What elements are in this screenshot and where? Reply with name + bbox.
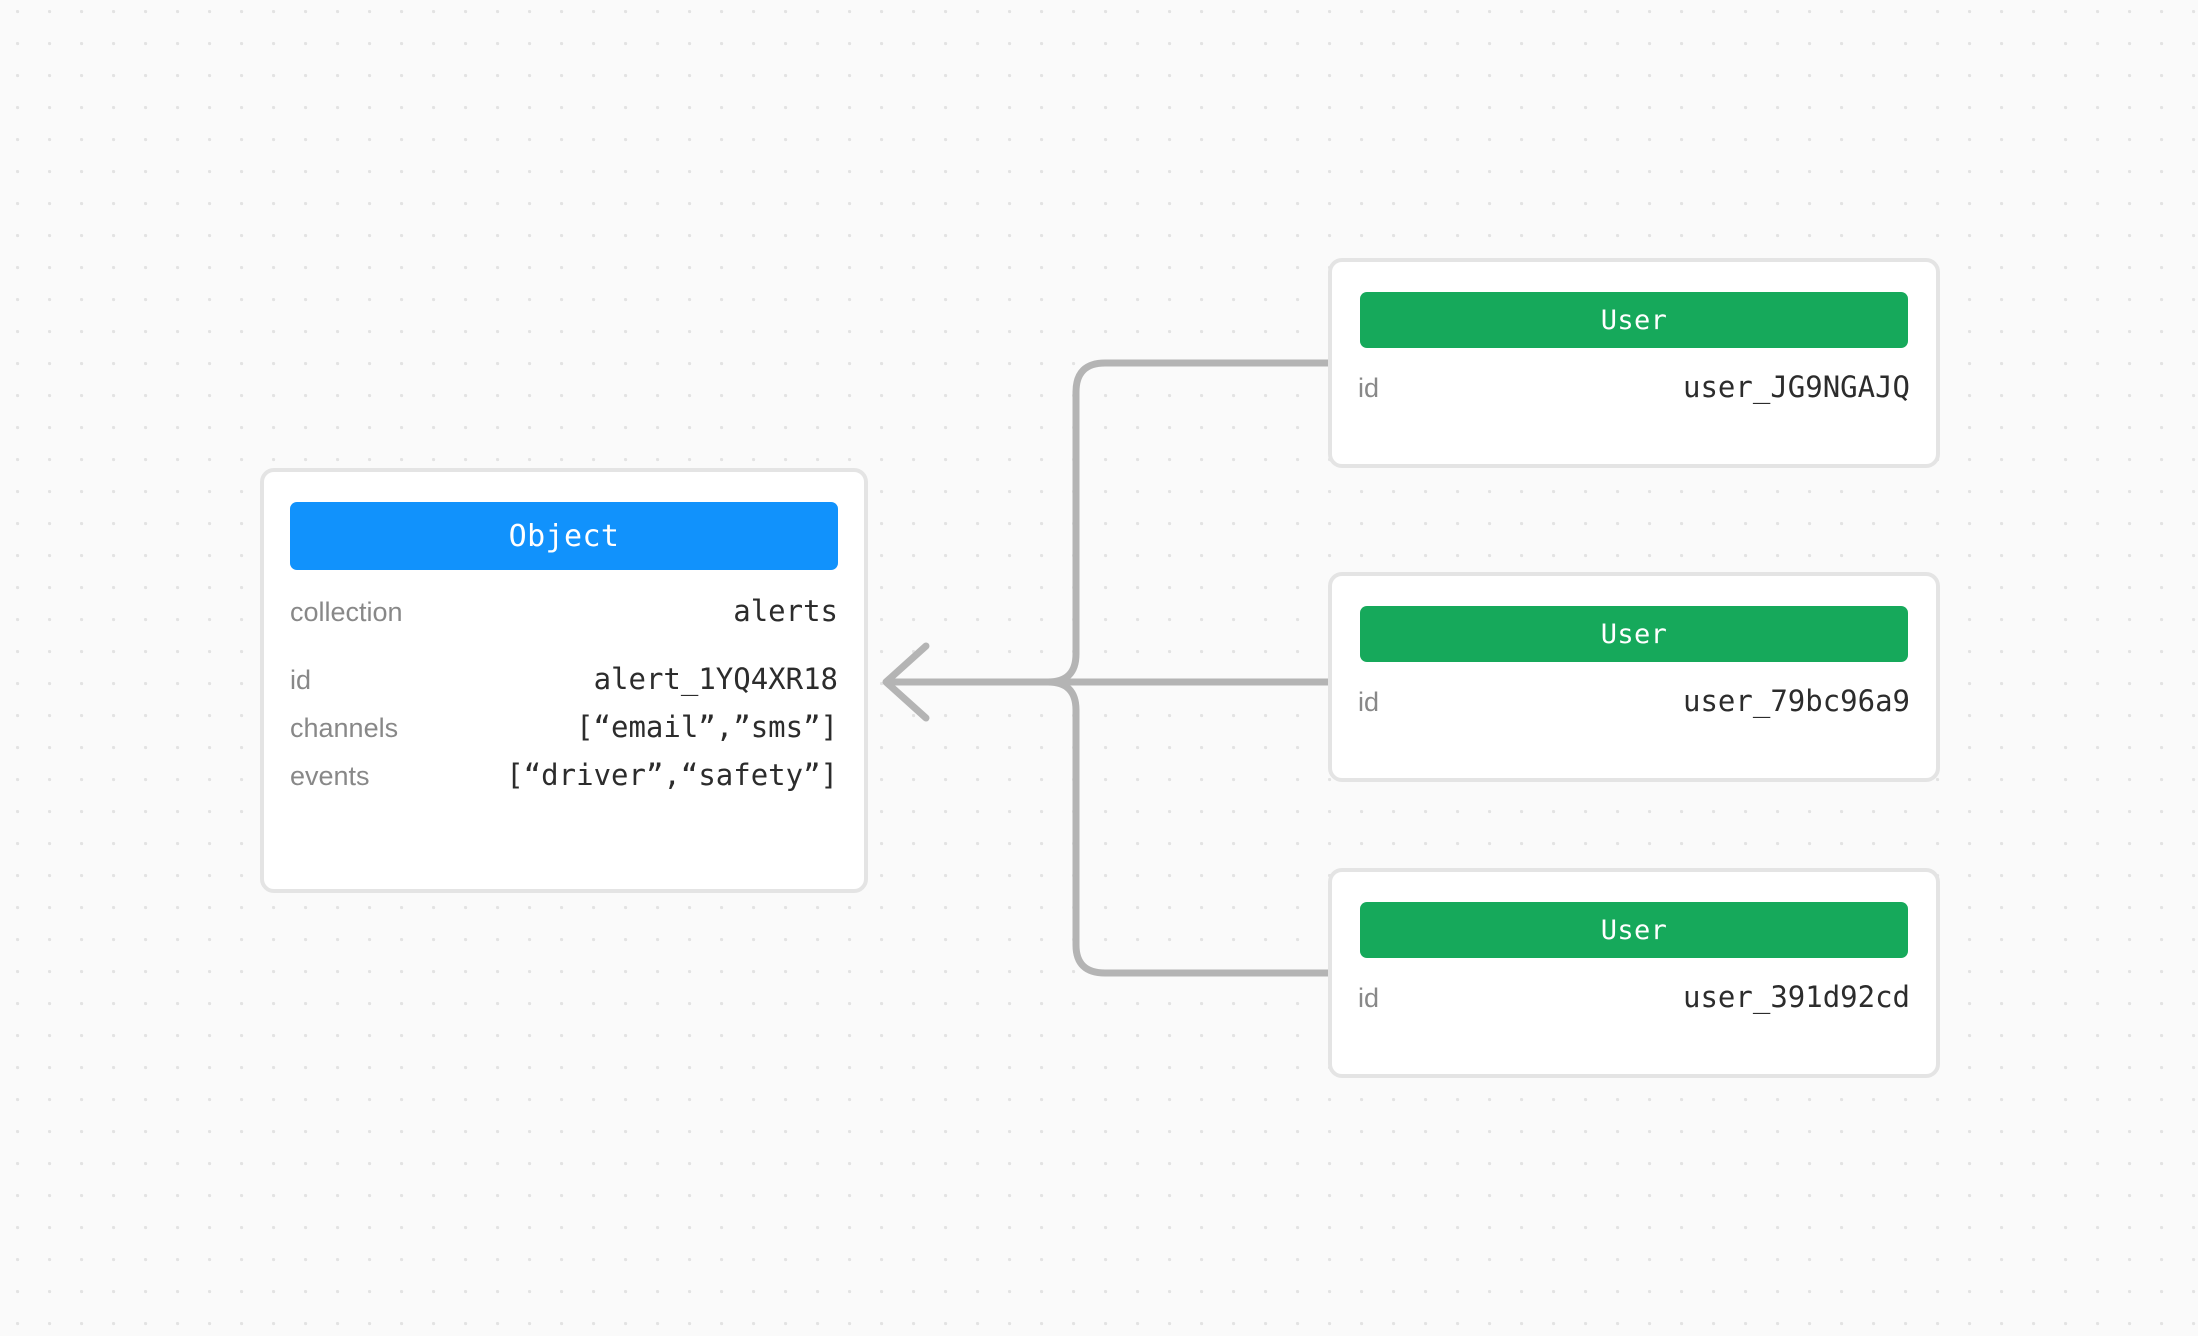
field-row-id: id user_391d92cd xyxy=(1358,980,1910,1028)
object-node-header: Object xyxy=(290,502,838,570)
object-node[interactable]: Object collection alerts id alert_1YQ4XR… xyxy=(260,468,868,893)
user-node-title: User xyxy=(1600,618,1668,650)
field-row-channels: channels [“email”,”sms”] xyxy=(290,710,838,758)
field-key: channels xyxy=(290,713,399,743)
field-value: alert_1YQ4XR18 xyxy=(593,662,838,696)
field-value: user_79bc96a9 xyxy=(1683,684,1910,718)
field-key: events xyxy=(290,761,370,791)
user-node-fields: id user_79bc96a9 xyxy=(1332,684,1936,732)
field-key: id xyxy=(1358,983,1380,1013)
field-value: user_391d92cd xyxy=(1683,980,1910,1014)
field-value: [“driver”,“safety”] xyxy=(506,758,838,792)
user-node-header: User xyxy=(1360,606,1908,662)
field-value: [“email”,”sms”] xyxy=(576,710,838,744)
field-row-id: id user_JG9NGAJQ xyxy=(1358,370,1910,418)
edge-arrowhead-icon xyxy=(882,642,930,722)
field-key: id xyxy=(1358,373,1380,403)
field-key: id xyxy=(290,665,312,695)
edge-user-2-to-object xyxy=(886,678,1334,977)
field-key: id xyxy=(1358,687,1380,717)
field-group-divider xyxy=(290,642,838,662)
user-node[interactable]: User id user_JG9NGAJQ xyxy=(1328,258,1940,468)
field-value: alerts xyxy=(733,594,838,628)
user-node[interactable]: User id user_391d92cd xyxy=(1328,868,1940,1078)
field-row-id: id alert_1YQ4XR18 xyxy=(290,662,838,710)
field-value: user_JG9NGAJQ xyxy=(1683,370,1910,404)
user-node-header: User xyxy=(1360,292,1908,348)
field-row-collection: collection alerts xyxy=(290,594,838,642)
object-node-title: Object xyxy=(508,518,620,554)
user-node-fields: id user_391d92cd xyxy=(1332,980,1936,1028)
user-node-header: User xyxy=(1360,902,1908,958)
user-node-fields: id user_JG9NGAJQ xyxy=(1332,370,1936,418)
edge-user-0-to-object xyxy=(886,359,1334,686)
user-node-title: User xyxy=(1600,914,1668,946)
object-node-fields: collection alerts id alert_1YQ4XR18 chan… xyxy=(264,594,864,806)
user-node-title: User xyxy=(1600,304,1668,336)
user-node[interactable]: User id user_79bc96a9 xyxy=(1328,572,1940,782)
field-row-id: id user_79bc96a9 xyxy=(1358,684,1910,732)
field-key: collection xyxy=(290,597,403,627)
field-row-events: events [“driver”,“safety”] xyxy=(290,758,838,806)
